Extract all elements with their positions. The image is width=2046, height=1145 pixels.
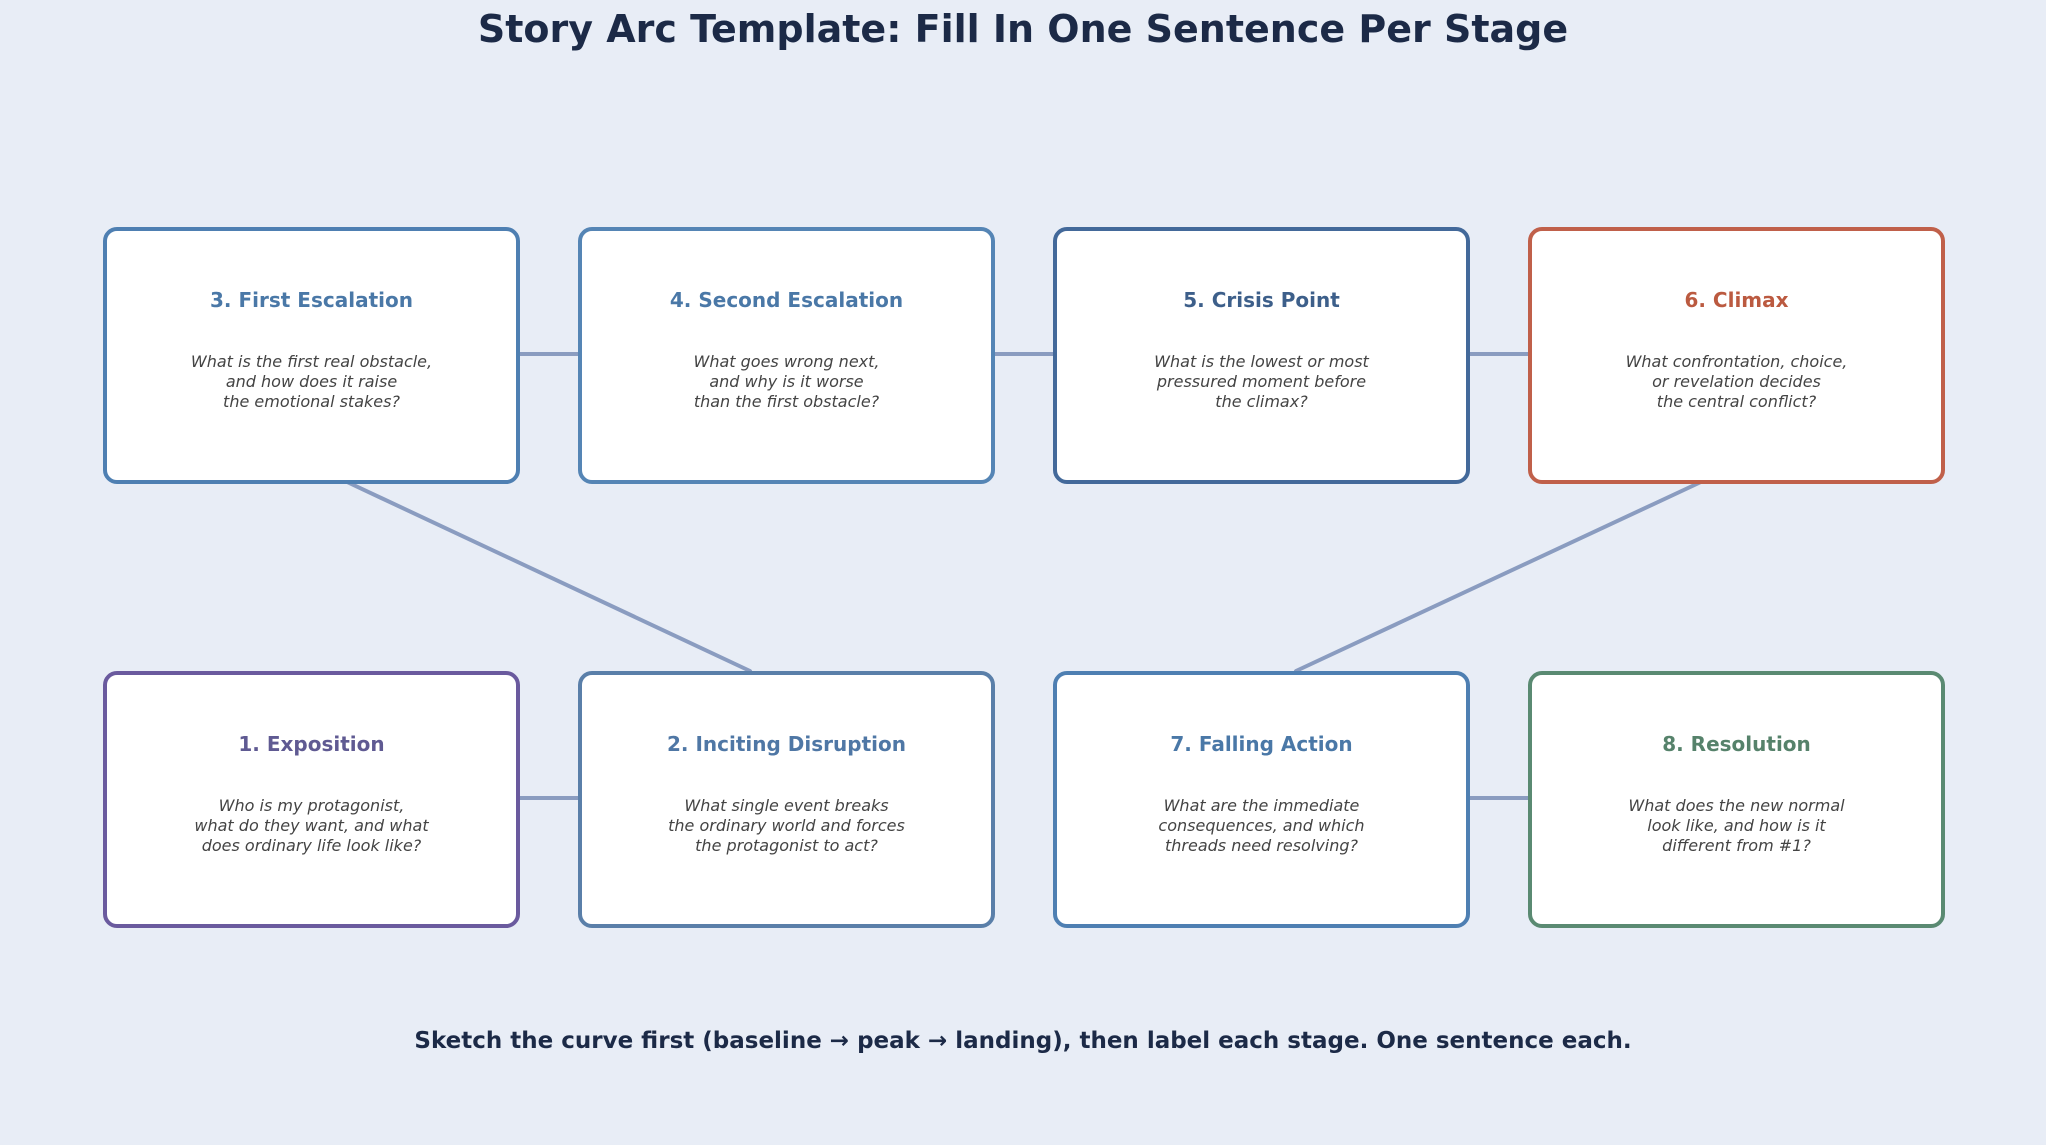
stage-card-resolution: 8. Resolution What does the new normal l… xyxy=(1528,671,1945,928)
stage-prompt: What does the new normal look like, and … xyxy=(1628,796,1845,855)
stage-card-falling-action: 7. Falling Action What are the immediate… xyxy=(1053,671,1470,928)
stage-card-inciting-disruption: 2. Inciting Disruption What single event… xyxy=(578,671,995,928)
stage-title: 5. Crisis Point xyxy=(1183,288,1340,312)
stage-prompt: What single event breaks the ordinary wo… xyxy=(668,796,905,855)
stage-card-exposition: 1. Exposition Who is my protagonist, wha… xyxy=(103,671,520,928)
diagram-title: Story Arc Template: Fill In One Sentence… xyxy=(477,7,1569,51)
stage-title: 3. First Escalation xyxy=(210,288,413,312)
stage-prompt: What confrontation, choice, or revelatio… xyxy=(1625,352,1848,411)
stage-prompt: What is the lowest or most pressured mom… xyxy=(1154,352,1369,411)
stage-card-crisis-point: 5. Crisis Point What is the lowest or mo… xyxy=(1053,227,1470,484)
stage-prompt: What is the first real obstacle, and how… xyxy=(190,352,433,411)
stage-title: 4. Second Escalation xyxy=(669,288,904,312)
stage-title: 1. Exposition xyxy=(238,732,385,756)
stage-card-second-escalation: 4. Second Escalation What goes wrong nex… xyxy=(578,227,995,484)
stage-title: 6. Climax xyxy=(1684,288,1789,312)
stage-prompt: What are the immediate consequences, and… xyxy=(1158,796,1365,855)
stage-title: 8. Resolution xyxy=(1662,732,1811,756)
stage-title: 7. Falling Action xyxy=(1170,732,1353,756)
connector-6-7 xyxy=(1294,479,1705,673)
stage-title: 2. Inciting Disruption xyxy=(667,732,906,756)
connector-2-3 xyxy=(343,479,752,673)
stage-prompt: What goes wrong next, and why is it wors… xyxy=(693,352,880,411)
instruction-footer: Sketch the curve first (baseline → peak … xyxy=(414,1028,1632,1054)
stage-card-first-escalation: 3. First Escalation What is the first re… xyxy=(103,227,520,484)
stage-card-climax: 6. Climax What confrontation, choice, or… xyxy=(1528,227,1945,484)
stage-prompt: Who is my protagonist, what do they want… xyxy=(194,796,429,855)
